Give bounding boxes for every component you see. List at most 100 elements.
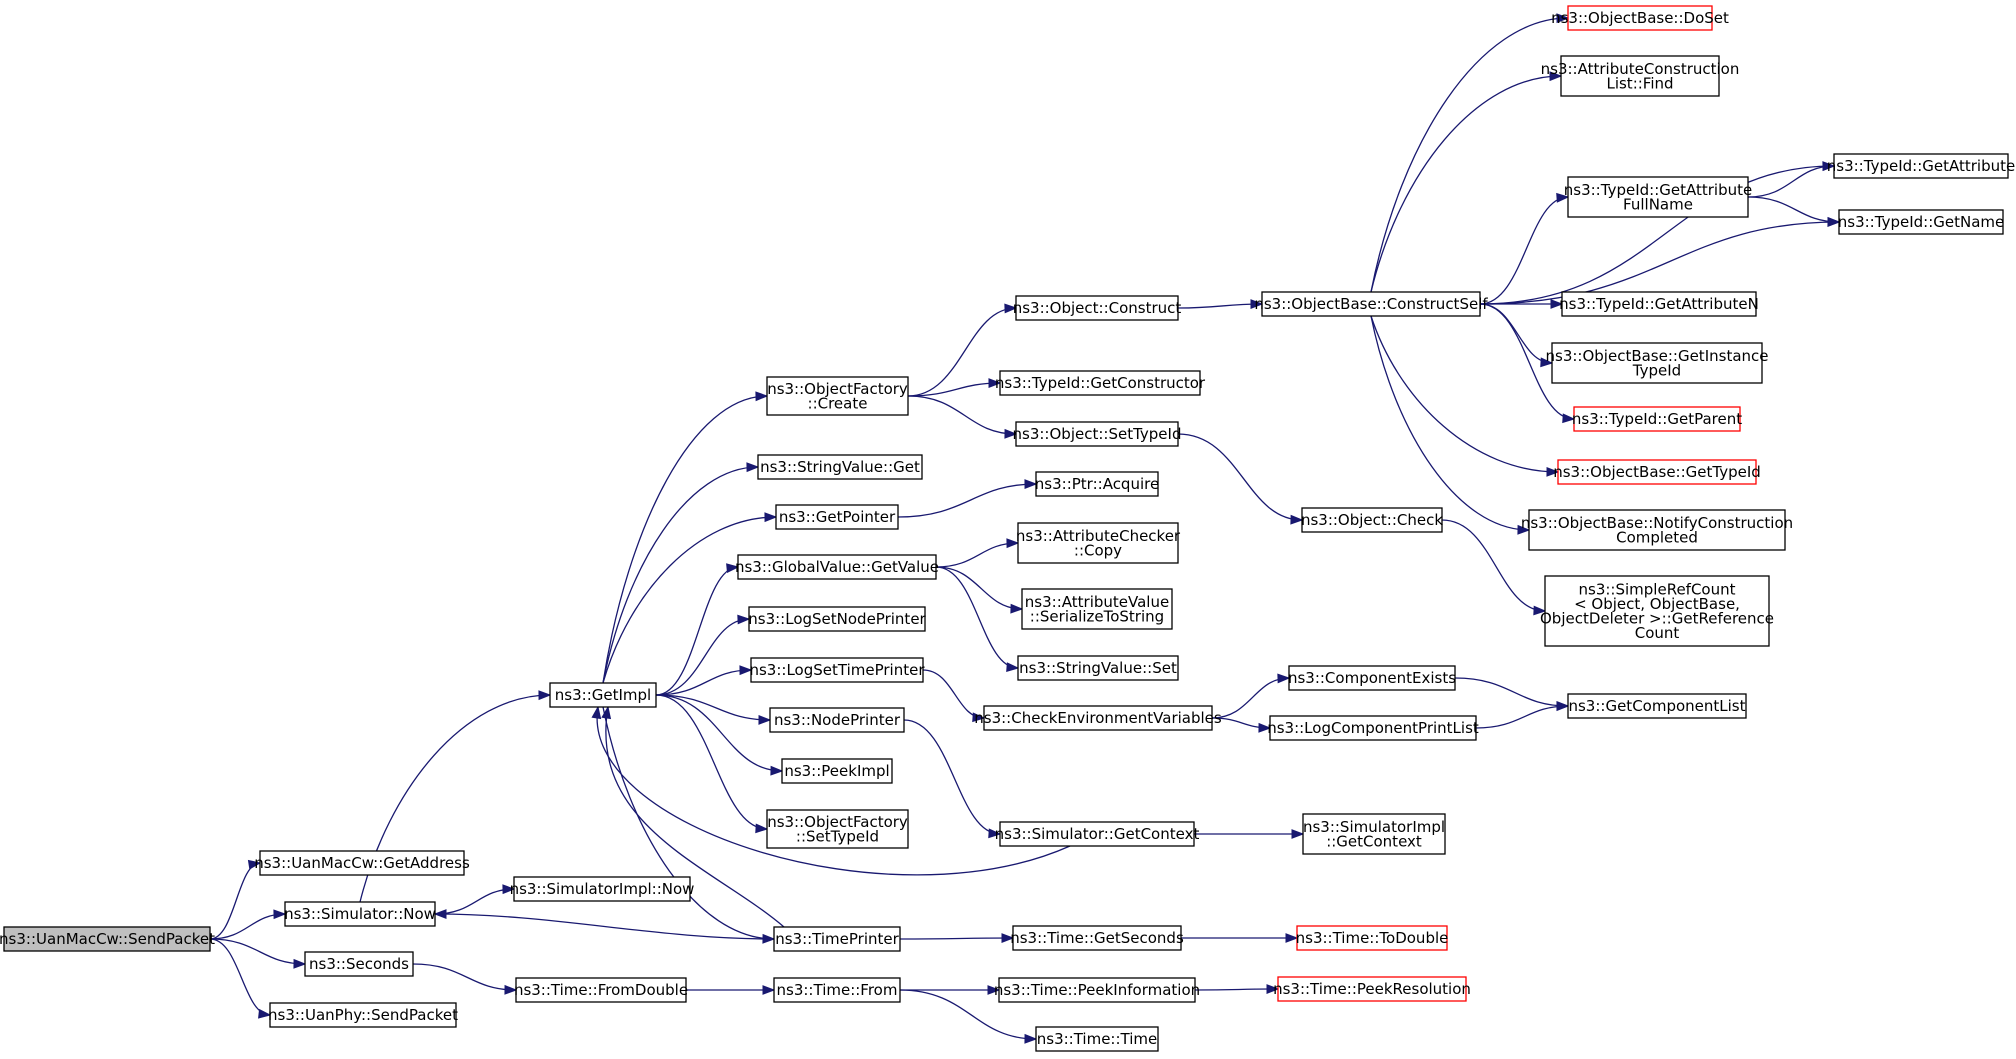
node-box (998, 977, 1196, 1003)
node-label: ns3::Time::ToDouble (1296, 929, 1449, 947)
node-label: TypeId (1632, 361, 1681, 379)
edge-line (602, 706, 775, 940)
node-getattribute[interactable]: ns3::TypeId::GetAttribute (1827, 153, 2015, 179)
edge-getimpl-to-objfactcreate (602, 391, 769, 684)
edge-constructself-to-doset (1370, 13, 1570, 293)
edge-line (1747, 196, 1840, 223)
edge-line (1370, 75, 1562, 293)
node-simimplctx[interactable]: ns3::SimulatorImpl::GetContext (1302, 813, 1446, 855)
node-getcomplist[interactable]: ns3::GetComponentList (1567, 693, 1747, 719)
node-lognodeprinter[interactable]: ns3::LogSetNodePrinter (748, 606, 927, 632)
node-objsettypeid[interactable]: ns3::Object::SetTypeId (1013, 421, 1182, 447)
node-constructself[interactable]: ns3::ObjectBase::ConstructSelf (1254, 291, 1488, 317)
node-gvgetvalue[interactable]: ns3::GlobalValue::GetValue (735, 554, 939, 580)
node-label: ns3::ComponentExists (1288, 669, 1456, 687)
edge-line (1479, 303, 1575, 420)
node-box (1269, 715, 1477, 741)
node-getseconds[interactable]: ns3::Time::GetSeconds (1010, 925, 1184, 951)
node-attrvalser[interactable]: ns3::AttributeValue::SerializeToString (1021, 588, 1173, 630)
arrowhead-icon (988, 828, 1002, 839)
node-box (983, 705, 1213, 731)
node-peekimpl[interactable]: ns3::PeekImpl (781, 758, 893, 784)
node-label: ns3::StringValue::Get (760, 458, 920, 476)
node-box (1296, 925, 1448, 951)
node-label: ::Copy (1074, 541, 1122, 559)
edge-line (897, 483, 1037, 518)
node-checkenv[interactable]: ns3::CheckEnvironmentVariables (974, 705, 1222, 731)
node-ptracquire[interactable]: ns3::Ptr::Acquire (1035, 471, 1159, 497)
edge-getimpl-to-objfactsettypeid (655, 694, 769, 834)
node-label: ns3::GetImpl (555, 686, 651, 704)
node-logtimeprinter[interactable]: ns3::LogSetTimePrinter (749, 657, 925, 683)
edge-line (935, 566, 1023, 610)
edge-line (899, 989, 1037, 1040)
arrowhead-icon (737, 614, 751, 625)
node-attrcheckcopy[interactable]: ns3::AttributeChecker::Copy (1016, 522, 1181, 564)
arrowhead-icon (1556, 192, 1570, 203)
node-nodeprinter[interactable]: ns3::NodePrinter (769, 707, 905, 733)
node-getparent[interactable]: ns3::TypeId::GetParent (1572, 406, 1742, 432)
node-simgetcontext[interactable]: ns3::Simulator::GetContext (995, 821, 1200, 847)
node-timeprinter[interactable]: ns3::TimePrinter (773, 926, 901, 952)
node-strvalget[interactable]: ns3::StringValue::Get (757, 454, 923, 480)
node-peekres[interactable]: ns3::Time::PeekResolution (1273, 976, 1471, 1002)
node-label: ns3::PeekImpl (784, 762, 889, 780)
node-logcompprint[interactable]: ns3::LogComponentPrintList (1267, 715, 1479, 741)
node-getattrn[interactable]: ns3::TypeId::GetAttributeN (1559, 291, 1759, 317)
node-label: ns3::Simulator::GetContext (995, 825, 1200, 843)
node-getpointer[interactable]: ns3::GetPointer (775, 504, 899, 530)
arrowhead-icon (739, 665, 753, 676)
node-notifyconst[interactable]: ns3::ObjectBase::NotifyConstructionCompl… (1521, 509, 1793, 551)
node-label: ::Create (808, 394, 868, 412)
node-getname[interactable]: ns3::TypeId::GetName (1838, 209, 2004, 235)
node-todouble[interactable]: ns3::Time::ToDouble (1296, 925, 1449, 951)
arrowhead-icon (1556, 13, 1570, 24)
node-timefrom[interactable]: ns3::Time::From (773, 977, 901, 1003)
arrowhead-icon (755, 823, 769, 834)
edge-timeprinter-to-getseconds (899, 933, 1015, 943)
node-label: ns3::Object::Check (1301, 511, 1443, 529)
node-simimplnow[interactable]: ns3::SimulatorImpl::Now (510, 876, 695, 902)
node-box (259, 850, 465, 876)
node-simnow[interactable]: ns3::Simulator::Now (284, 901, 436, 927)
node-timetime[interactable]: ns3::Time::Time (1035, 1026, 1159, 1052)
edge-getimpl-to-logtimeprinter (655, 665, 753, 696)
node-objfactsettypeid[interactable]: ns3::ObjectFactory::SetTypeId (766, 809, 909, 849)
edge-line (655, 694, 768, 830)
node-compexists[interactable]: ns3::ComponentExists (1288, 665, 1456, 691)
node-simplerefcount[interactable]: ns3::SimpleRefCount< Object, ObjectBase,… (1540, 575, 1774, 647)
node-box (750, 657, 924, 683)
node-box (766, 376, 909, 416)
node-obgettypeid[interactable]: ns3::ObjectBase::GetTypeId (1553, 459, 1761, 485)
edge-line (434, 888, 515, 915)
edge-gvgetvalue-to-strvalset (935, 566, 1020, 673)
edge-getimpl-to-lognodeprinter (655, 614, 751, 696)
edge-sendpacket-to-getaddress (209, 859, 262, 940)
node-seconds[interactable]: ns3::Seconds (304, 951, 414, 977)
node-label: ns3::TypeId::GetAttributeN (1559, 295, 1759, 313)
node-label: ns3::TypeId::GetName (1838, 213, 2004, 231)
node-uanphy[interactable]: ns3::UanPhy::SendPacket (268, 1002, 458, 1028)
node-objfactcreate[interactable]: ns3::ObjectFactory::Create (766, 376, 909, 416)
node-box (1567, 176, 1749, 218)
node-getconstructor[interactable]: ns3::TypeId::GetConstructor (995, 370, 1206, 396)
node-getimpl[interactable]: ns3::GetImpl (549, 682, 657, 708)
node-box (1017, 522, 1179, 564)
node-label: ns3::Time::GetSeconds (1010, 929, 1184, 947)
edge-line (1479, 165, 1835, 305)
node-fromdouble[interactable]: ns3::Time::FromDouble (514, 977, 688, 1003)
node-objconstruct[interactable]: ns3::Object::Construct (1013, 295, 1182, 321)
node-sendpacket[interactable]: ns3::UanMacCw::SendPacket (0, 926, 215, 952)
node-getaddress[interactable]: ns3::UanMacCw::GetAddress (254, 850, 470, 876)
edge-line (655, 694, 783, 772)
node-objcheck[interactable]: ns3::Object::Check (1301, 507, 1443, 533)
edge-line (1479, 221, 1840, 305)
node-doset[interactable]: ns3::ObjectBase::DoSet (1551, 5, 1729, 31)
node-box (757, 454, 923, 480)
node-peekinfo[interactable]: ns3::Time::PeekInformation (994, 977, 1200, 1003)
node-box (1544, 575, 1770, 647)
node-strvalset[interactable]: ns3::StringValue::Set (1017, 655, 1179, 681)
